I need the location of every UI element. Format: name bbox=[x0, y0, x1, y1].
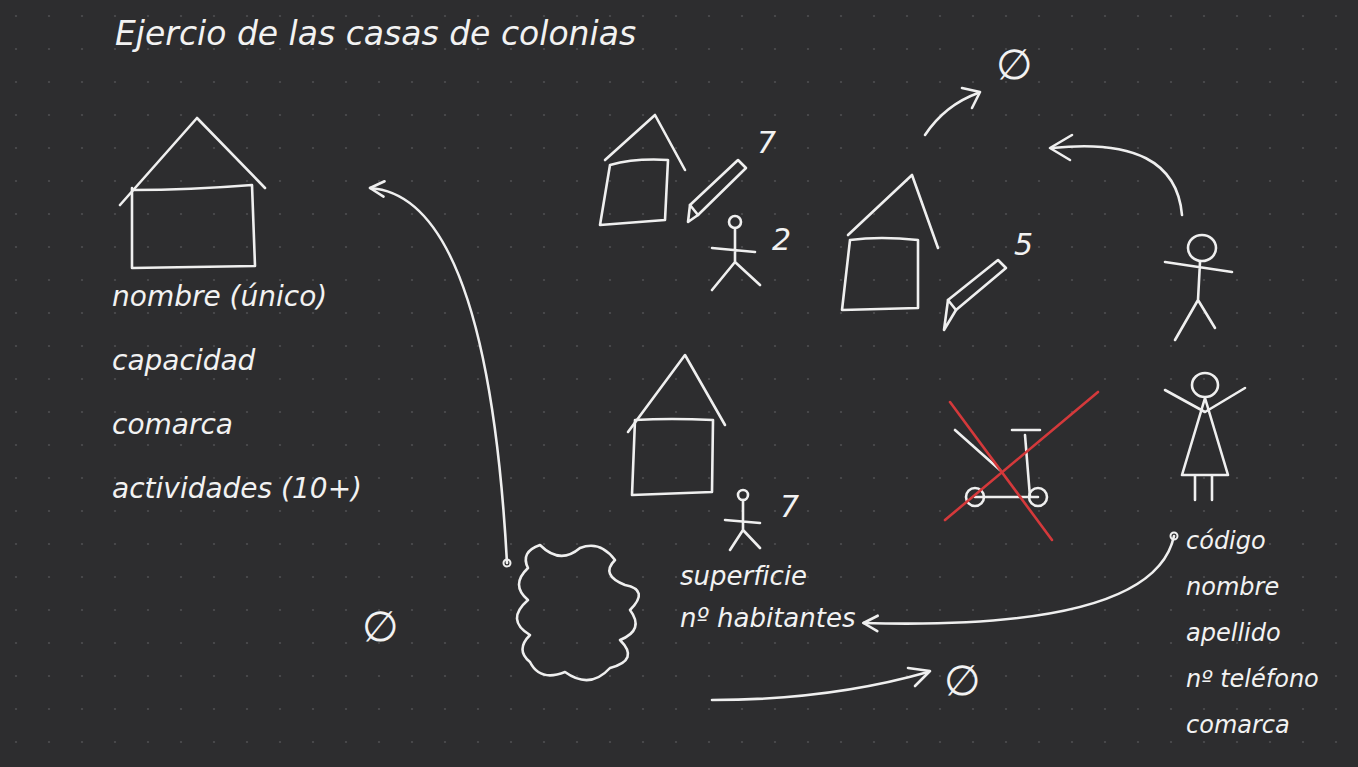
attribute-text: apellido bbox=[1186, 610, 1319, 656]
attribute-text: actividades (10+) bbox=[112, 457, 362, 521]
stick-figure bbox=[712, 216, 760, 290]
house-attributes: nombre (único)capacidadcomarcaactividade… bbox=[112, 110, 362, 521]
callout-number: 7 bbox=[757, 128, 776, 158]
arrow-line bbox=[1050, 135, 1182, 215]
person-attributes: códigonombreapellidonº teléfonocomarca bbox=[1182, 518, 1323, 748]
scooter-icon bbox=[955, 430, 1047, 506]
region-attributes: superficienº habitantes bbox=[515, 545, 855, 690]
connector-arrow bbox=[863, 533, 1177, 632]
empty-set-symbol: ∅ bbox=[996, 44, 1033, 86]
pencil-icon bbox=[688, 160, 746, 222]
person-figure bbox=[1165, 235, 1232, 340]
empty-set-symbol: ∅ bbox=[362, 606, 399, 648]
person-figure bbox=[1165, 373, 1245, 500]
attribute-text: nombre bbox=[1186, 564, 1319, 610]
attribute-text: nº teléfono bbox=[1186, 656, 1319, 702]
arrow-line bbox=[712, 668, 930, 700]
stick-figure bbox=[725, 490, 760, 550]
connector-arrow bbox=[370, 181, 510, 566]
callout-number: 5 bbox=[1014, 230, 1033, 260]
cross-out bbox=[945, 392, 1098, 540]
attribute-text: código bbox=[1186, 518, 1319, 564]
attribute-text: capacidad bbox=[112, 329, 362, 393]
callout-number: 2 bbox=[772, 225, 791, 255]
empty-set-symbol: ∅ bbox=[944, 660, 981, 702]
arrow-line bbox=[925, 88, 980, 135]
callout-number: 7 bbox=[780, 492, 799, 522]
house-icon bbox=[120, 118, 265, 268]
attribute-text: comarca bbox=[1186, 702, 1319, 748]
diagram-title: Ejercio de las casas de colonias bbox=[115, 14, 636, 53]
attribute-text: nº habitantes bbox=[680, 597, 855, 639]
house-icon bbox=[628, 355, 725, 495]
house-icon bbox=[600, 115, 685, 225]
region-blob bbox=[517, 545, 639, 680]
attribute-text: superficie bbox=[680, 555, 855, 597]
attribute-text: nombre (único) bbox=[112, 265, 362, 329]
attribute-text: comarca bbox=[112, 393, 362, 457]
house-icon bbox=[842, 175, 938, 310]
pencil-icon bbox=[944, 260, 1006, 330]
